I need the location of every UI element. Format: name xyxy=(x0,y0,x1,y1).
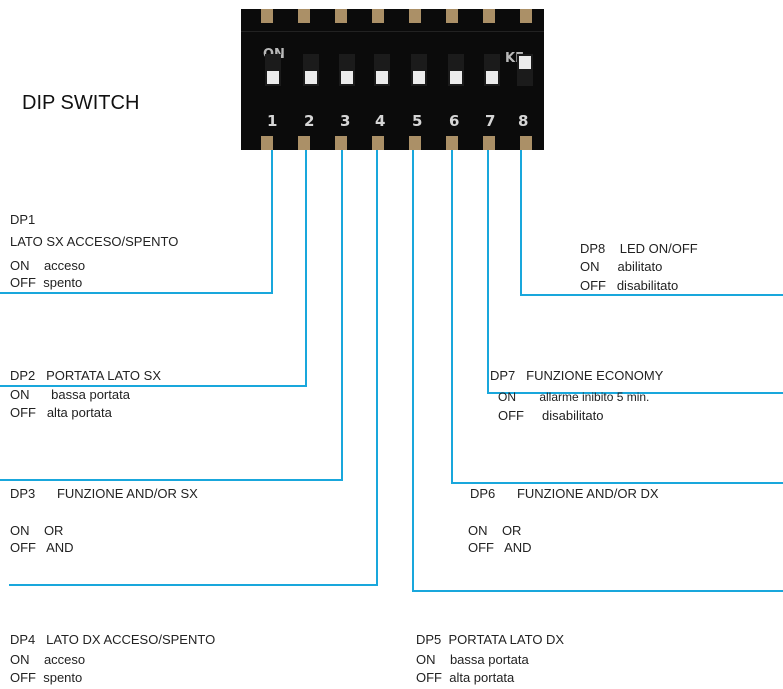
dp6-off-text: OFF AND xyxy=(468,540,532,555)
switch-number: 7 xyxy=(485,112,496,130)
dp1-on-text: ON acceso xyxy=(10,258,86,273)
dp1-off-text: OFF spento xyxy=(10,275,83,290)
dp1-description: LATO SX ACCESO/SPENTO xyxy=(10,234,179,249)
pin-bottom xyxy=(335,136,347,150)
dp8-off-text: OFF disabilitato xyxy=(580,278,679,293)
switch-knob-4 xyxy=(376,71,388,84)
leader-line-dp4 xyxy=(9,145,378,586)
switch-number: 8 xyxy=(518,112,529,130)
pin-top xyxy=(261,9,273,23)
pin-bottom xyxy=(372,136,384,150)
leader-line-dp3 xyxy=(0,145,343,481)
switch-knob-6 xyxy=(450,71,462,84)
leader-line-dp7 xyxy=(487,145,783,394)
leader-line-dp1 xyxy=(0,145,273,294)
pin-top xyxy=(446,9,458,23)
dp8-on-text: ON abilitato xyxy=(580,259,663,274)
dp5-label: DP5 PORTATA LATO DX xyxy=(416,632,565,647)
switch-number: 3 xyxy=(340,112,351,130)
dp4-label: DP4 LATO DX ACCESO/SPENTO xyxy=(10,632,216,647)
housing-edge xyxy=(241,31,544,32)
pin-top xyxy=(520,9,532,23)
pin-top xyxy=(372,9,384,23)
dp7-off-text: OFF disabilitato xyxy=(498,408,604,423)
switch-number: 2 xyxy=(304,112,315,130)
dp7-label: DP7 FUNZIONE ECONOMY xyxy=(490,368,664,383)
pin-bottom xyxy=(409,136,421,150)
dp7-on-text: ON allarme inibito 5 min. xyxy=(498,390,650,404)
switch-knob-2 xyxy=(305,71,317,84)
dp5-off-text: OFF alta portata xyxy=(416,670,515,685)
leader-line-dp6 xyxy=(451,145,783,484)
dp3-on-text: ON OR xyxy=(10,523,64,538)
dp2-on-text: ON bassa portata xyxy=(10,387,130,402)
leader-line-dp8 xyxy=(520,145,783,296)
dp5-on-text: ON bassa portata xyxy=(416,652,529,667)
dp2-label: DP2 PORTATA LATO SX xyxy=(10,368,161,383)
dp3-label: DP3 FUNZIONE AND/OR SX xyxy=(10,486,198,501)
diagram-title: DIP SWITCH xyxy=(22,92,140,114)
pin-top xyxy=(335,9,347,23)
dp6-label: DP6 FUNZIONE AND/OR DX xyxy=(470,486,659,501)
pin-bottom xyxy=(261,136,273,150)
pin-top xyxy=(298,9,310,23)
dp6-on-text: ON OR xyxy=(468,523,522,538)
dp2-off-text: OFF alta portata xyxy=(10,405,112,420)
pin-top xyxy=(483,9,495,23)
pin-bottom xyxy=(520,136,532,150)
pin-top xyxy=(409,9,421,23)
leader-line-dp5 xyxy=(412,145,783,592)
dp3-off-text: OFF AND xyxy=(10,540,74,555)
switch-number: 5 xyxy=(412,112,423,130)
pin-bottom xyxy=(298,136,310,150)
dp1-label: DP1 xyxy=(10,212,36,227)
dp8-label: DP8 LED ON/OFF xyxy=(580,241,698,256)
leader-line-dp2 xyxy=(0,145,307,387)
switch-number: 1 xyxy=(267,112,278,130)
pin-bottom xyxy=(446,136,458,150)
dp4-off-text: OFF spento xyxy=(10,670,83,685)
dip-switch-photo: ON KE 1 2 3 4 5 6 7 8 xyxy=(241,9,544,150)
pin-bottom xyxy=(483,136,495,150)
switch-knob-1 xyxy=(267,71,279,84)
switch-knob-7 xyxy=(486,71,498,84)
switch-knob-5 xyxy=(413,71,425,84)
switch-number: 6 xyxy=(449,112,460,130)
dp4-on-text: ON acceso xyxy=(10,652,86,667)
switch-number: 4 xyxy=(375,112,386,130)
switch-knob-8 xyxy=(519,56,531,69)
switch-knob-3 xyxy=(341,71,353,84)
